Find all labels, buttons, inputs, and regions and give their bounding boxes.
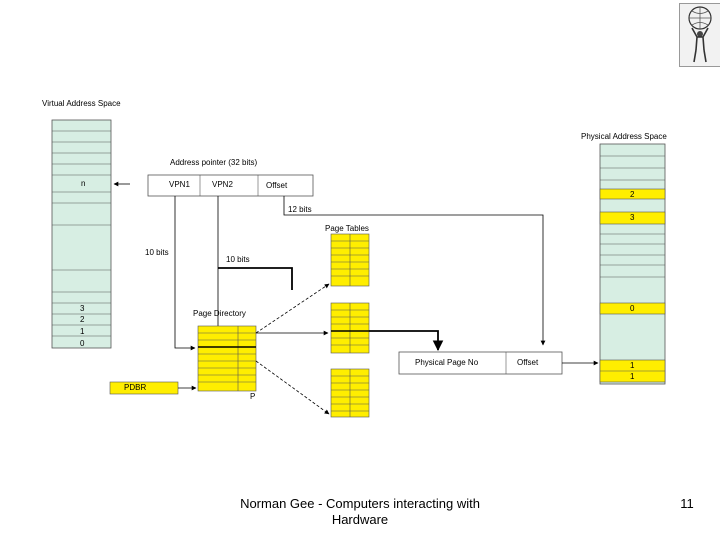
dir-to-table-bottom — [255, 360, 330, 415]
page-directory-label: Page Directory — [193, 309, 246, 318]
atlas-logo-graphic — [688, 6, 712, 63]
virtual-space-title: Virtual Address Space — [42, 99, 121, 108]
twelve-bits-label: 12 bits — [288, 205, 312, 214]
page-number: 11 — [680, 496, 694, 511]
virtual-3-label: 3 — [80, 304, 85, 313]
ten-bits-label-b: 10 bits — [226, 255, 250, 264]
phys-0-label: 0 — [630, 304, 635, 313]
phys-3-label: 3 — [630, 213, 635, 222]
page-directory-table — [197, 325, 257, 392]
physical-space-title: Physical Address Space — [581, 132, 667, 141]
atlas-logo — [679, 3, 720, 67]
p-label: P — [250, 392, 256, 401]
page-table-middle — [330, 302, 370, 354]
footer-line-1: Norman Gee - Computers interacting with — [240, 496, 480, 511]
phys-2-label: 2 — [630, 190, 635, 199]
ten-bits-label-a: 10 bits — [145, 248, 169, 257]
ten-bits-bar — [218, 267, 293, 290]
dir-to-table-top — [255, 283, 330, 334]
phys-1a-label: 1 — [630, 361, 635, 370]
physical-page-no-label: Physical Page No — [415, 358, 479, 367]
virtual-address-space — [51, 119, 112, 349]
page-table-bottom — [330, 368, 370, 418]
table-to-ppn-arrow — [369, 330, 444, 352]
address-pointer-label: Address pointer (32 bits) — [170, 158, 258, 167]
offset-path — [283, 196, 546, 346]
page-table-top — [330, 233, 370, 287]
physical-address-space — [599, 143, 666, 385]
virtual-n-label: n — [81, 179, 86, 188]
page-tables-label: Page Tables — [325, 224, 369, 233]
vpn1-path — [174, 196, 196, 351]
virtual-2-label: 2 — [80, 315, 85, 324]
vpn2-label: VPN2 — [212, 180, 233, 189]
offset-label: Offset — [266, 181, 288, 190]
pdbr-label: PDBR — [124, 383, 147, 392]
virtual-0-label: 0 — [80, 339, 85, 348]
virtual-1-label: 1 — [80, 327, 85, 336]
footer-line-2: Hardware — [331, 512, 389, 527]
vpn1-label: VPN1 — [169, 180, 190, 189]
address-pointer-box — [147, 174, 314, 197]
footer-text: Norman Gee - Computers interacting with … — [205, 496, 515, 528]
offset-box-label: Offset — [517, 358, 539, 367]
phys-1b-label: 1 — [630, 372, 635, 381]
